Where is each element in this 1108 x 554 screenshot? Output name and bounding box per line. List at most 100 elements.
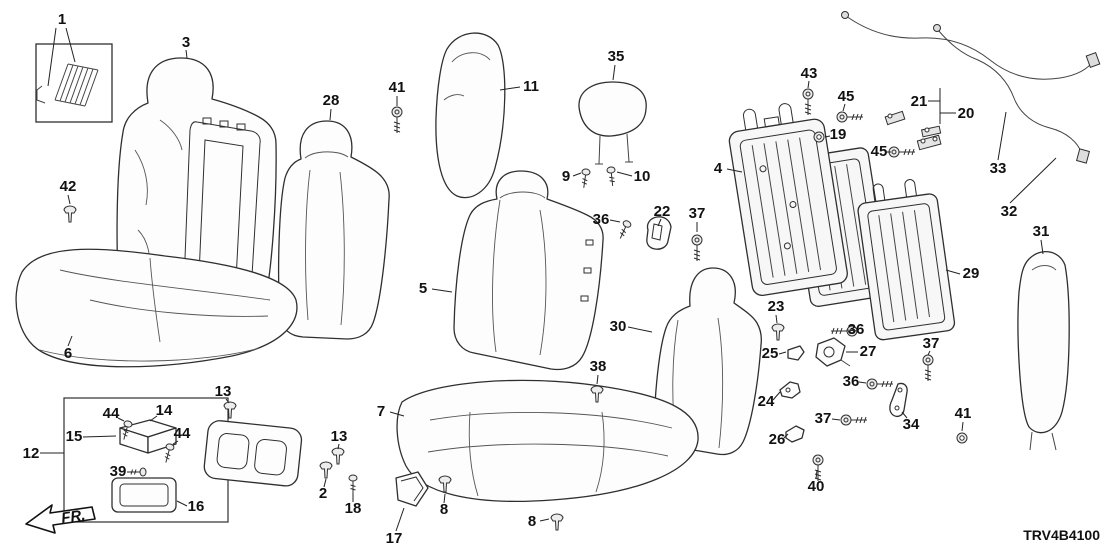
clip-13a (223, 401, 237, 419)
svg-text:36: 36 (843, 373, 860, 390)
headrest (578, 81, 647, 165)
svg-text:32: 32 (1001, 203, 1018, 220)
bolt-37c (840, 414, 868, 426)
callout-26: 26 (769, 431, 789, 448)
callout-7: 7 (377, 403, 405, 420)
callout-41-b: 41 (955, 405, 972, 432)
svg-text:20: 20 (958, 105, 975, 122)
clip-2 (319, 461, 333, 479)
cover-piece-17 (395, 471, 429, 507)
svg-text:17: 17 (386, 530, 403, 547)
side-bolster-left (435, 32, 506, 199)
nut-41b (956, 432, 968, 444)
svg-text:36: 36 (848, 321, 865, 338)
armrest-assembly-box (63, 397, 229, 523)
callout-5: 5 (419, 280, 453, 297)
release-cable-lower (933, 24, 1090, 164)
bolt-45a (836, 111, 864, 123)
svg-text:30: 30 (610, 318, 627, 335)
callout-2: 2 (319, 478, 327, 502)
callout-29: 29 (945, 265, 980, 282)
callout-19: 19 (824, 126, 847, 143)
svg-text:15: 15 (66, 428, 83, 445)
seat-back-cover-28 (277, 120, 390, 340)
callout-37-b: 37 (923, 335, 940, 356)
svg-text:16: 16 (188, 498, 205, 515)
svg-text:37: 37 (815, 410, 832, 427)
seat-back-cover-30 (653, 267, 763, 456)
svg-text:37: 37 (923, 335, 940, 352)
callout-43: 43 (801, 65, 817, 89)
svg-text:4: 4 (714, 160, 723, 177)
svg-text:3: 3 (182, 34, 190, 51)
svg-text:21: 21 (911, 93, 928, 110)
svg-text:1: 1 (58, 11, 66, 28)
callout-21: 21 (911, 88, 941, 124)
callout-30: 30 (610, 318, 653, 335)
svg-text:41: 41 (389, 79, 406, 96)
svg-text:12: 12 (23, 445, 40, 462)
svg-text:44: 44 (103, 405, 120, 422)
cable-lever (916, 134, 942, 151)
svg-text:26: 26 (769, 431, 786, 448)
callout-32: 32 (1001, 157, 1057, 220)
callout-34: 34 (901, 411, 920, 433)
svg-text:25: 25 (762, 345, 779, 362)
svg-text:8: 8 (528, 513, 536, 530)
bolt-43 (802, 88, 814, 116)
fr-label: FR. (60, 507, 86, 527)
svg-text:39: 39 (110, 463, 127, 480)
callout-41-a: 41 (389, 79, 406, 106)
strap-bracket-34 (889, 382, 908, 417)
seat-cushion-7 (396, 379, 699, 503)
seat-back-frame-4 (728, 103, 848, 296)
callout-27: 27 (846, 343, 876, 360)
svg-text:29: 29 (963, 265, 980, 282)
seat-back-cover-5 (453, 170, 604, 371)
clip-8b (550, 513, 564, 531)
armrest-cupholder-bezel (203, 420, 303, 487)
striker-22 (646, 216, 672, 250)
callout-42: 42 (60, 178, 76, 205)
cup-holder-tray-16 (111, 477, 177, 513)
svg-text:41: 41 (955, 405, 972, 422)
callout-45-a: 45 (838, 88, 854, 112)
callout-13-b: 13 (331, 428, 347, 450)
callout-25: 25 (762, 345, 787, 362)
callout-44-a: 44 (103, 405, 125, 422)
bolt-41a (391, 106, 403, 134)
callout-37-c: 37 (815, 410, 841, 427)
callout-3: 3 (182, 34, 190, 59)
svg-text:37: 37 (689, 205, 706, 222)
bolt-37a (691, 234, 703, 262)
cable-clamp-21 (884, 110, 906, 126)
callout-38: 38 (590, 358, 606, 385)
clip-23 (771, 323, 785, 341)
callout-22: 22 (654, 203, 670, 227)
callout-24: 24 (758, 391, 781, 410)
svg-text:35: 35 (608, 48, 625, 65)
svg-text:13: 13 (215, 383, 232, 400)
cable-bracket-20 (920, 125, 942, 138)
release-cable-upper (841, 11, 1101, 80)
callout-13-a: 13 (215, 383, 232, 404)
svg-text:14: 14 (156, 402, 173, 419)
callout-1: 1 (47, 11, 76, 87)
screw-36a (616, 219, 633, 241)
seat-cushion-6 (15, 248, 298, 368)
svg-text:18: 18 (345, 500, 362, 517)
callout-9: 9 (562, 168, 582, 185)
callout-33: 33 (990, 111, 1007, 177)
nut-19 (813, 131, 825, 143)
bolt-36c (866, 378, 894, 390)
svg-text:19: 19 (830, 126, 847, 143)
svg-text:11: 11 (523, 78, 539, 95)
bolt-45b (888, 146, 916, 158)
callout-28: 28 (323, 92, 339, 121)
screw-9 (579, 167, 591, 189)
svg-text:7: 7 (377, 403, 385, 420)
svg-text:33: 33 (990, 160, 1007, 177)
callout-44-b: 44 (172, 425, 191, 445)
callout-14: 14 (149, 402, 173, 422)
callout-39: 39 (110, 463, 137, 480)
